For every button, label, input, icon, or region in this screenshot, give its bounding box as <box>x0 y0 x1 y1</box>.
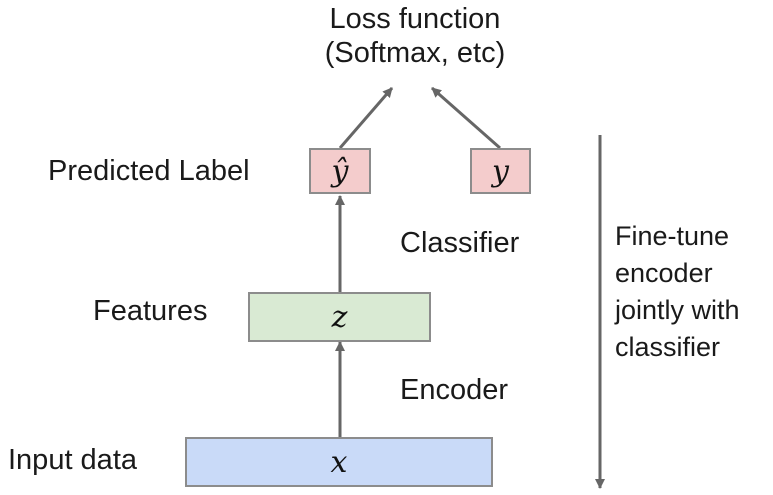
prediction-to-loss-arrow <box>338 87 394 149</box>
loss-function-line2: (Softmax, etc) <box>324 37 506 69</box>
y-symbol: y <box>492 153 509 189</box>
fine-tune-note-line2: encoder <box>615 258 713 288</box>
loss-function-line1: Loss function <box>329 3 501 35</box>
predicted-label-box: ŷ <box>309 148 371 194</box>
features-box: z <box>248 292 431 342</box>
fine-tune-note-line4: classifier <box>615 332 721 362</box>
features-label: Features <box>93 295 208 327</box>
x-symbol: x <box>330 444 348 480</box>
classifier-label: Classifier <box>400 227 520 259</box>
loss-function-title: Loss function (Softmax, etc) <box>290 2 540 70</box>
true-label-box: y <box>470 148 531 194</box>
predicted-label-text: Predicted Label <box>48 155 250 187</box>
input-data-box: x <box>185 437 493 487</box>
fine-tune-note-line1: Fine-tune <box>615 221 730 251</box>
fine-tune-note: Fine-tune encoder jointly with classifie… <box>615 218 740 366</box>
label-to-loss-arrow <box>431 86 501 150</box>
encoder-label: Encoder <box>400 374 509 406</box>
input-data-label: Input data <box>8 444 137 476</box>
fine-tune-note-line3: jointly with <box>615 295 740 325</box>
y-hat-symbol: ŷ <box>331 153 349 189</box>
z-symbol: z <box>331 299 348 335</box>
